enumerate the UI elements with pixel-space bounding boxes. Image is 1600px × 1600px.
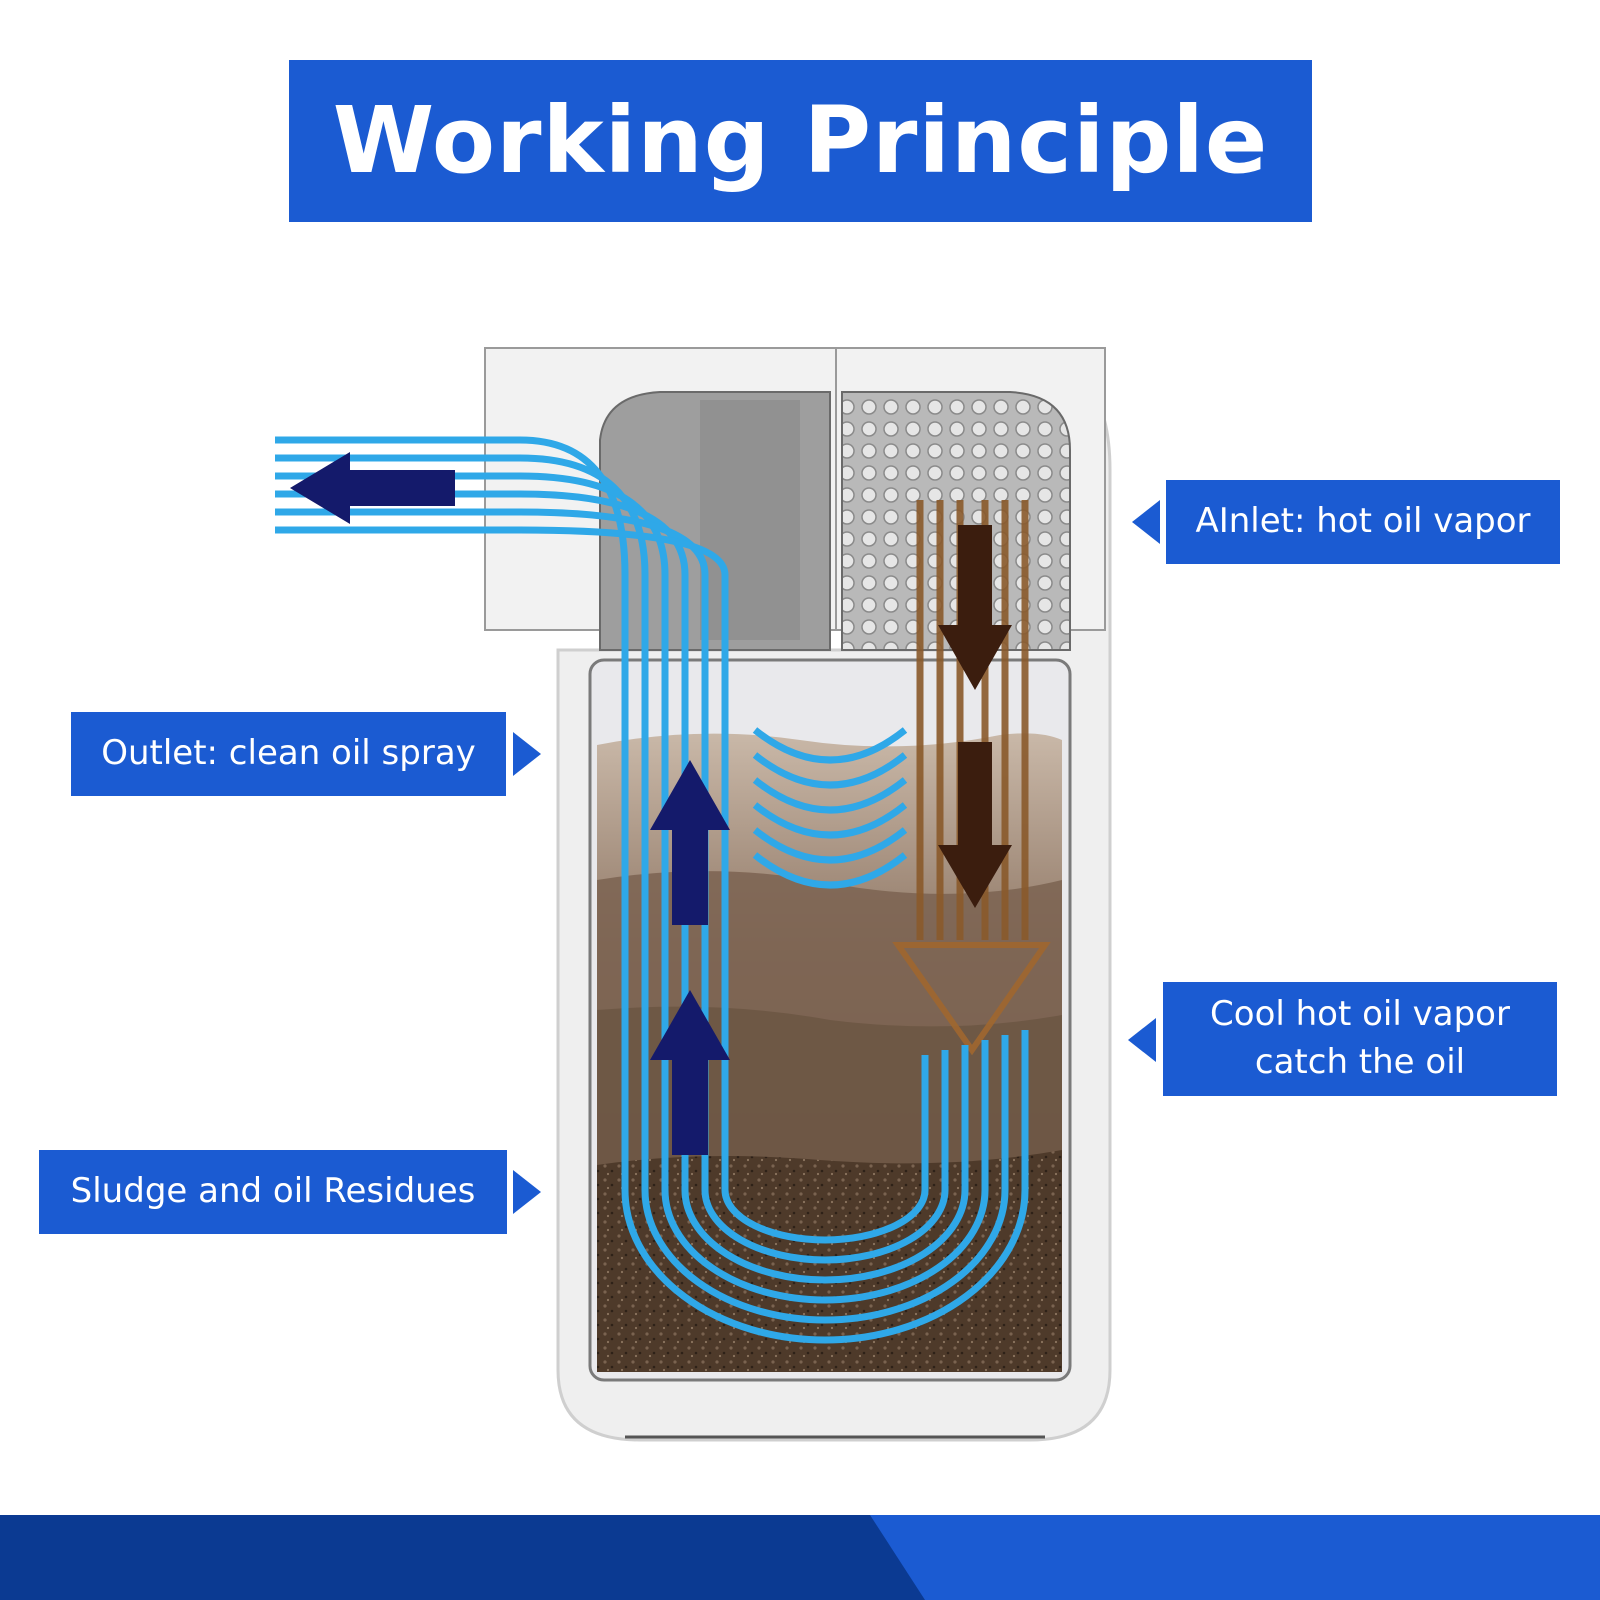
- inlet-label: AInlet: hot oil vapor: [1166, 480, 1560, 564]
- separator-diagram: [275, 347, 1112, 1442]
- outlet-label-text: Outlet: clean oil spray: [101, 733, 476, 774]
- direction-arrows: [290, 452, 1012, 1155]
- outlet-arrow-icon: [290, 452, 455, 524]
- up-arrow-icon: [650, 760, 730, 925]
- footer-band-light: [870, 1515, 1600, 1600]
- outlet-label: Outlet: clean oil spray: [71, 712, 506, 796]
- cool-label: Cool hot oil vapor catch the oil: [1163, 982, 1557, 1096]
- pointer-triangle-icon: [1132, 500, 1160, 544]
- pointer-triangle-icon: [513, 1170, 541, 1214]
- sludge-label: Sludge and oil Residues: [39, 1150, 507, 1234]
- title-banner: Working Principle: [289, 60, 1312, 222]
- page-title: Working Principle: [332, 87, 1269, 194]
- down-arrow-icon: [938, 742, 1012, 908]
- inlet-label-text: AInlet: hot oil vapor: [1195, 501, 1531, 542]
- sludge-label-text: Sludge and oil Residues: [70, 1171, 476, 1212]
- outlet-flow: [275, 436, 1029, 1344]
- up-arrow-icon: [650, 990, 730, 1155]
- filter-block: [599, 391, 1071, 651]
- down-arrow-icon: [938, 525, 1012, 690]
- cool-label-line2: catch the oil: [1254, 1042, 1466, 1082]
- pointer-triangle-icon: [1128, 1018, 1156, 1062]
- cool-label-line1: Cool hot oil vapor: [1210, 994, 1510, 1035]
- pointer-triangle-icon: [513, 732, 541, 776]
